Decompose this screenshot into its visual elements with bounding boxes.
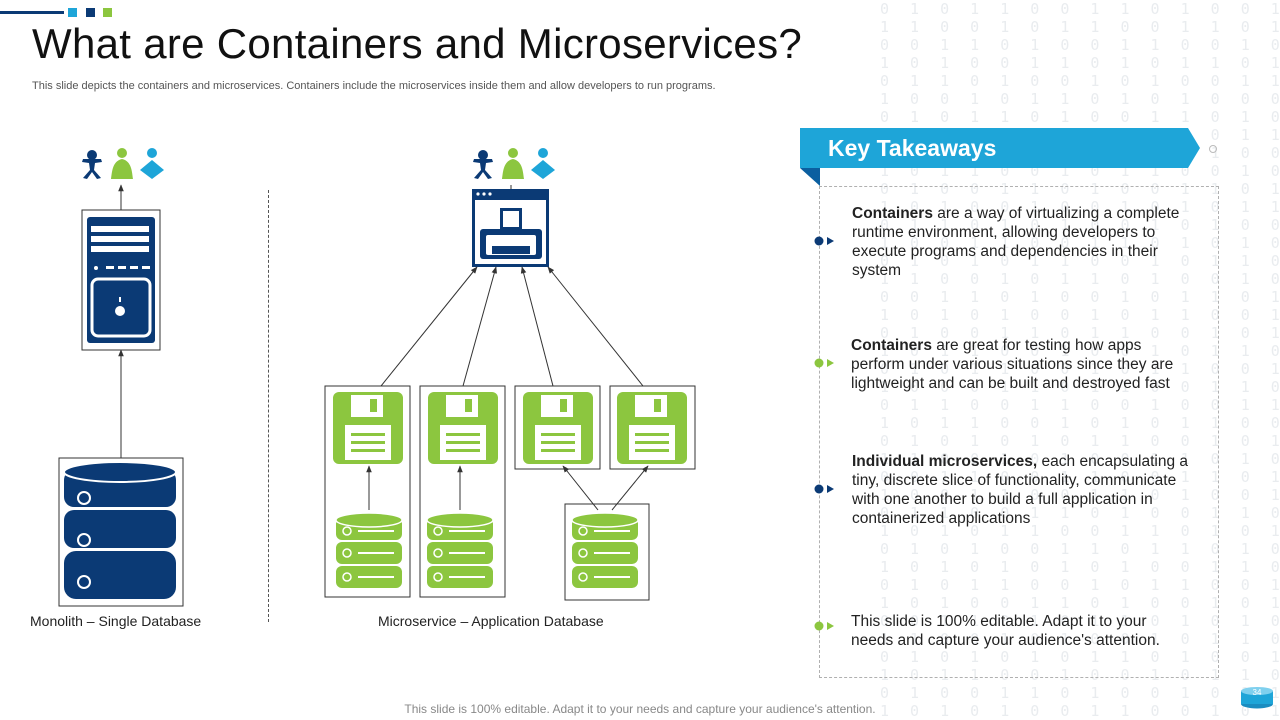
container-box bbox=[514, 385, 601, 470]
page-number-badge: 34 bbox=[1240, 687, 1274, 709]
takeaway-item: Containers are great for testing how app… bbox=[851, 336, 1199, 393]
takeaway-text: are great for testing how apps perform u… bbox=[851, 337, 1174, 392]
container-box bbox=[609, 385, 696, 470]
floppy-disk-icon bbox=[333, 392, 403, 464]
page-number: 34 bbox=[1252, 688, 1262, 697]
takeaways-title: Key Takeaways bbox=[828, 135, 997, 161]
takeaway-bold: Individual microservices, bbox=[852, 453, 1038, 470]
database-icon bbox=[426, 512, 494, 589]
section-divider bbox=[268, 190, 269, 622]
bullet-icon bbox=[814, 358, 834, 368]
takeaway-text: This slide is 100% editable. Adapt it to… bbox=[851, 613, 1160, 649]
microservice-caption: Microservice – Application Database bbox=[378, 613, 604, 629]
accent-square bbox=[68, 8, 77, 17]
takeaway-bold: Containers bbox=[852, 205, 933, 222]
page-title: What are Containers and Microservices? bbox=[32, 20, 803, 67]
users-icon bbox=[82, 148, 164, 179]
takeaway-item: This slide is 100% editable. Adapt it to… bbox=[851, 612, 1181, 650]
accent-square bbox=[86, 8, 95, 17]
container-box bbox=[419, 385, 506, 598]
server-tower-icon bbox=[81, 209, 161, 351]
binary-background-pattern: 0 1 0 1 1 0 0 1 1 0 1 0 0 1 0 1 1 0 0 1 … bbox=[880, 0, 1280, 720]
bullet-icon bbox=[814, 236, 834, 246]
monolith-caption: Monolith – Single Database bbox=[30, 613, 202, 629]
takeaway-text: are a way of virtualizing a complete run… bbox=[852, 205, 1180, 279]
footer-note: This slide is 100% editable. Adapt it to… bbox=[404, 702, 876, 716]
container-box bbox=[324, 385, 411, 598]
container-box bbox=[564, 503, 650, 601]
takeaway-text: each encapsulating a tiny, discrete slic… bbox=[852, 453, 1189, 527]
floppy-disk-icon bbox=[617, 392, 687, 464]
takeaway-item: Individual microservices, each encapsula… bbox=[852, 452, 1204, 528]
bullet-icon bbox=[814, 621, 834, 631]
bullet-icon bbox=[814, 484, 834, 494]
takeaways-panel bbox=[819, 186, 1219, 678]
accent-square bbox=[103, 8, 112, 17]
page-subtitle: This slide depicts the containers and mi… bbox=[32, 80, 716, 92]
floppy-disk-icon bbox=[523, 392, 593, 464]
takeaway-item: Containers are a way of virtualizing a c… bbox=[852, 204, 1200, 280]
database-icon bbox=[571, 512, 639, 589]
architecture-diagram bbox=[58, 148, 696, 607]
takeaway-bold: Containers bbox=[851, 337, 932, 354]
takeaways-banner bbox=[800, 128, 1217, 186]
web-app-icon bbox=[472, 189, 549, 267]
users-icon bbox=[473, 148, 555, 179]
database-icon bbox=[335, 512, 403, 589]
floppy-disk-icon bbox=[428, 392, 498, 464]
database-icon bbox=[58, 457, 184, 607]
